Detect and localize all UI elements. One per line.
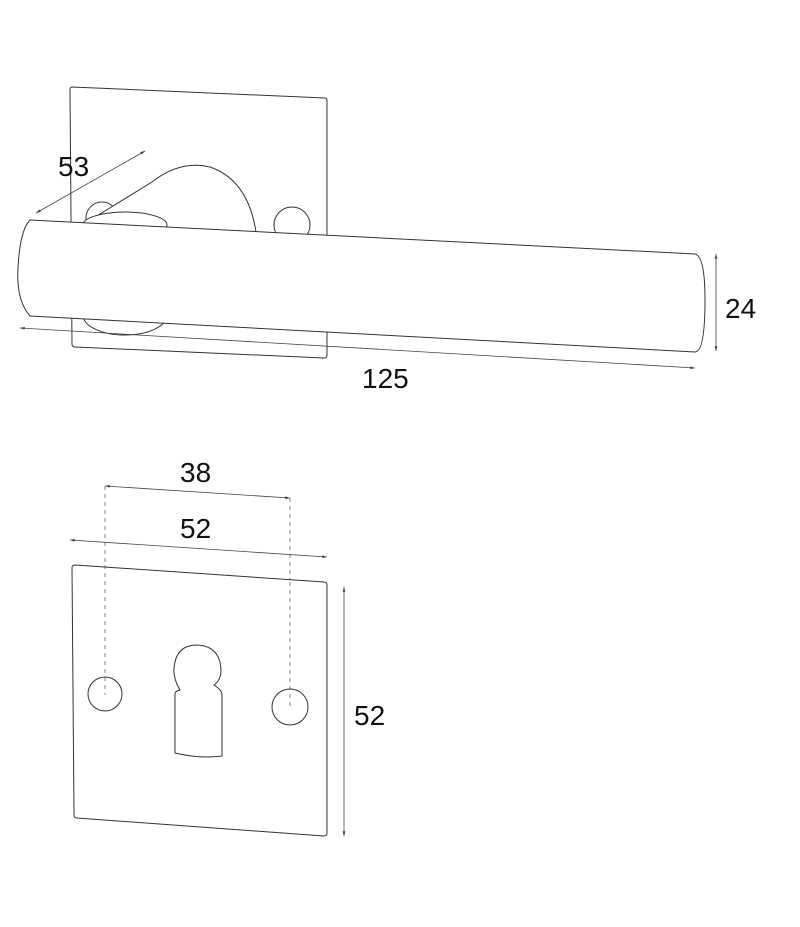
hole-spacing-label: 38 [180, 457, 211, 488]
thickness-label: 24 [725, 293, 756, 324]
escutcheon-view: 38 52 52 [69, 457, 385, 837]
lever-handle-view: 53 125 24 [17, 86, 756, 394]
width-label: 52 [180, 513, 211, 544]
length-label: 125 [362, 363, 409, 394]
height-label: 52 [354, 700, 385, 731]
depth-dimension-line [35, 150, 146, 214]
lever-bar [17, 219, 706, 353]
screw-hole-right [271, 688, 309, 726]
width-dimension-line [69, 538, 328, 559]
escutcheon-plate [71, 564, 328, 837]
hole-spacing-dimension-line [104, 484, 291, 500]
keyhole [173, 644, 223, 758]
screw-hole-left [87, 676, 123, 712]
length-dimension-line [19, 326, 696, 370]
depth-label: 53 [58, 151, 89, 182]
